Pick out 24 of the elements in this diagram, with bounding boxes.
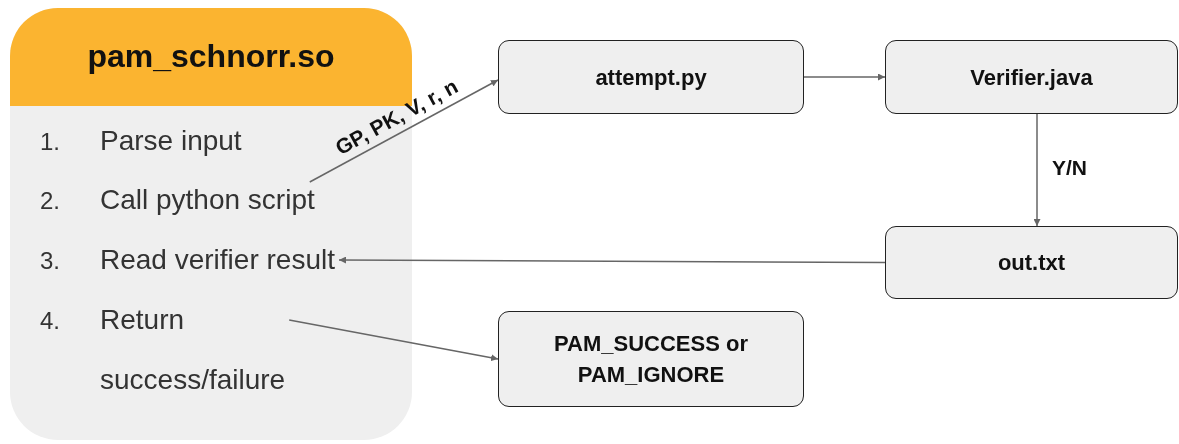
step-number: 2.	[40, 186, 60, 216]
step-text: Read verifier result	[100, 230, 335, 290]
arrow	[288, 319, 499, 362]
arrow	[803, 73, 886, 81]
step-number: 4.	[40, 306, 60, 336]
box-label: Verifier.java	[970, 63, 1093, 92]
edge-label: GP, PK, V, r, n	[331, 74, 462, 160]
step-number: 1.	[40, 127, 60, 157]
process-box	[498, 311, 804, 407]
arrow	[338, 256, 886, 264]
process-box	[498, 40, 804, 114]
step-text: Call python script	[100, 170, 315, 230]
module-title: pam_schnorr.so	[86, 38, 336, 75]
process-box	[885, 40, 1178, 114]
arrow	[309, 79, 499, 183]
edge-label: Y/N	[1052, 156, 1087, 180]
process-box	[885, 226, 1178, 299]
arrow	[1033, 113, 1041, 227]
step-number: 3.	[40, 246, 60, 276]
step-text: Return success/failure	[100, 290, 286, 410]
step-text: Parse input	[100, 111, 242, 171]
box-label: PAM_SUCCESS or PAM_IGNORE	[553, 330, 749, 389]
box-label: attempt.py	[595, 63, 707, 92]
box-label: out.txt	[997, 249, 1066, 277]
